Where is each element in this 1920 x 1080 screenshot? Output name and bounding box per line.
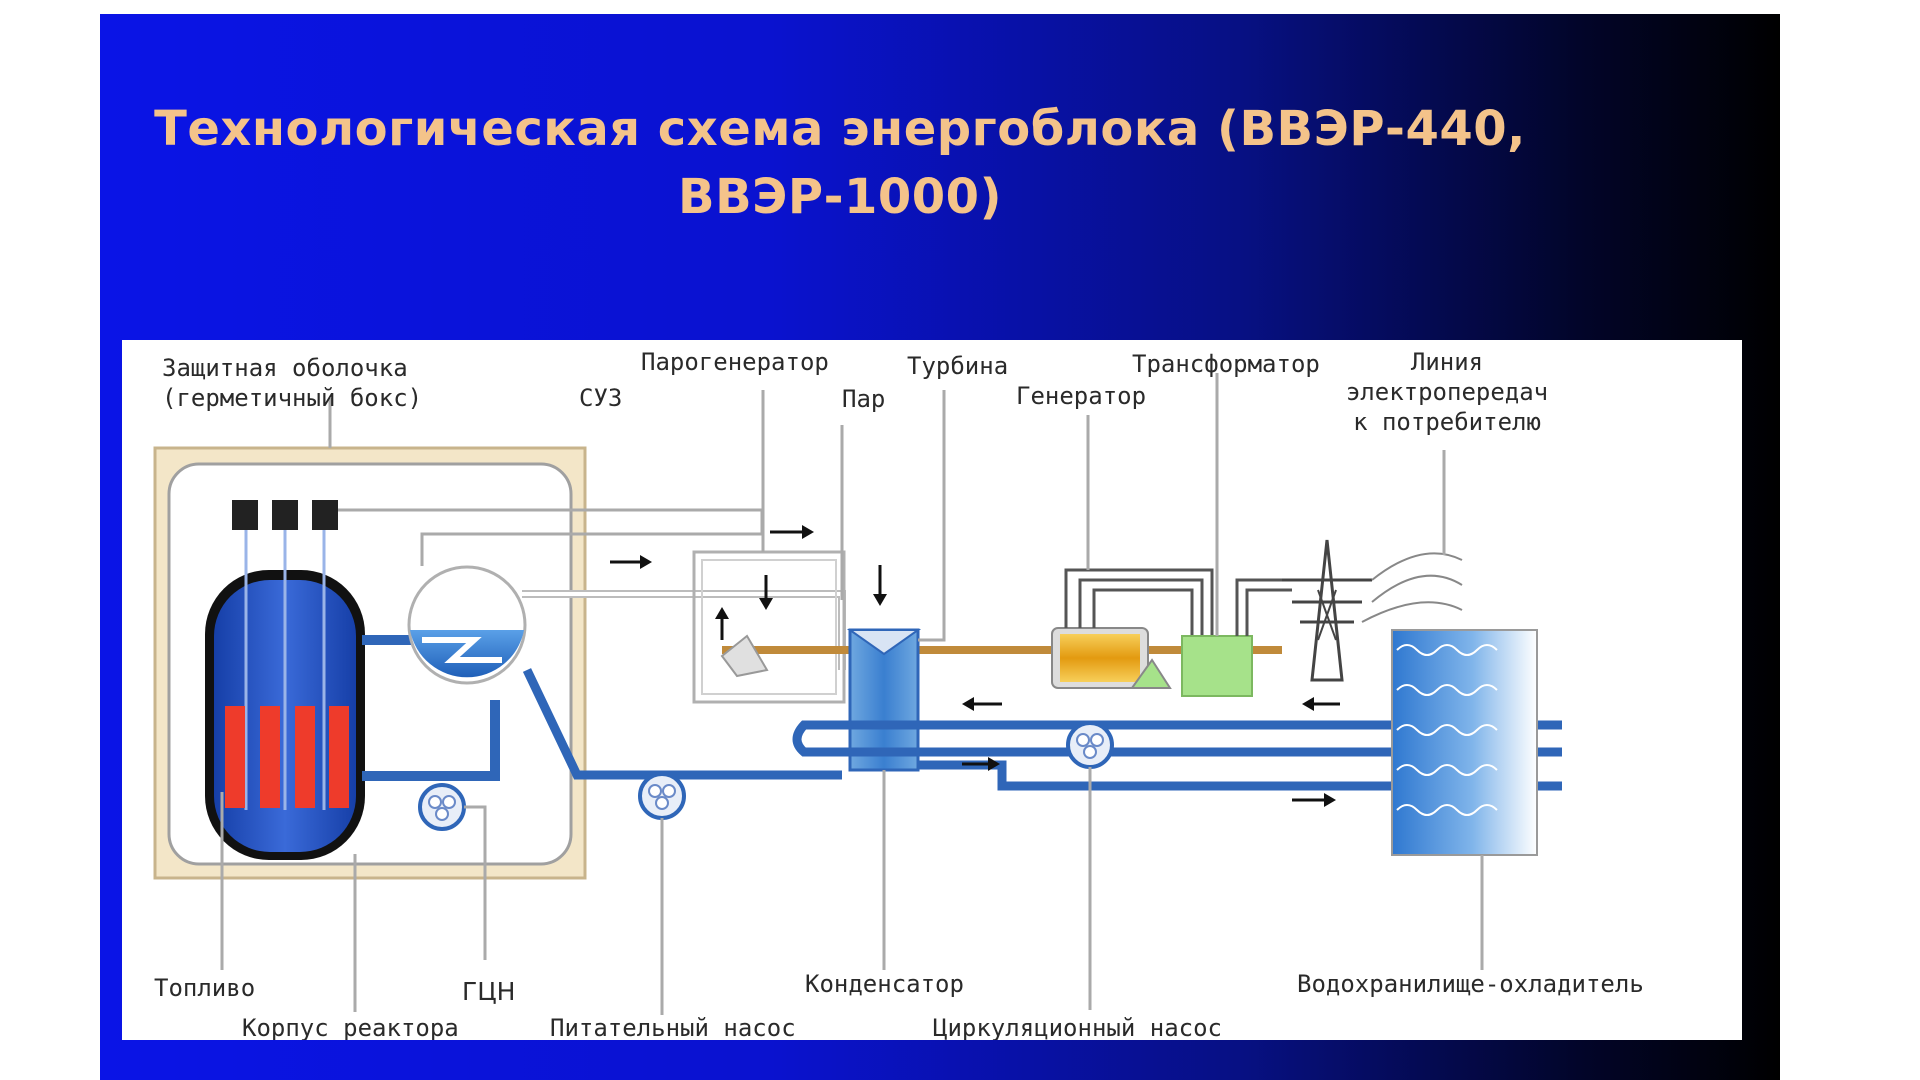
generator	[1051, 415, 1214, 689]
condenser	[846, 628, 922, 970]
slide-title: Технологическая схема энергоблока (ВВЭР-…	[130, 95, 1550, 231]
label-steam-generator: Парогенератор	[641, 348, 829, 376]
label-circulation-pump: Циркуляционный насос	[933, 1014, 1222, 1040]
gcn-pump	[418, 783, 487, 960]
label-cooling-reservoir: Водохранилище-охладитель	[1297, 970, 1644, 998]
diagram-panel: Защитная оболочка (герметичный бокс) СУЗ…	[122, 340, 1742, 1040]
transformer	[1181, 373, 1292, 697]
power-line-pylon	[1282, 450, 1463, 682]
cooling-reservoir	[1391, 629, 1538, 970]
fuel-rod	[225, 706, 245, 808]
feedwater-line	[522, 668, 842, 780]
fuel-rod	[260, 706, 280, 808]
label-generator: Генератор	[1016, 382, 1146, 410]
fuel-rod	[295, 706, 315, 808]
feed-pump	[638, 772, 686, 1015]
title-line-1: Технологическая схема энергоблока (ВВЭР-…	[154, 101, 1526, 157]
label-feed-pump: Питательный насос	[550, 1014, 796, 1040]
label-power-line-3: к потребителю	[1353, 408, 1541, 436]
fuel-rod	[329, 706, 349, 808]
reactor-vessel	[205, 530, 365, 860]
label-steam: Пар	[842, 385, 885, 413]
steam-generator	[407, 565, 527, 685]
label-containment-sub: (герметичный бокс)	[162, 384, 422, 412]
label-transformer: Трансформатор	[1132, 350, 1320, 378]
label-containment: Защитная оболочка	[162, 354, 408, 382]
label-reactor-vessel: Корпус реактора	[242, 1014, 459, 1040]
label-turbine: Турбина	[907, 352, 1008, 380]
label-gcn: ГЦН	[462, 977, 515, 1006]
turbine-shaft	[720, 634, 1282, 678]
flow-arrows	[610, 525, 1340, 807]
label-fuel: Топливо	[154, 974, 255, 1002]
leader-lines	[220, 390, 946, 1012]
circulation-pump	[1066, 721, 1114, 1010]
cooling-loop	[792, 720, 1562, 791]
suz-control-blocks	[232, 500, 764, 566]
label-power-line-1: Линия	[1411, 348, 1483, 376]
label-condenser: Конденсатор	[805, 970, 964, 998]
label-power-line-2: электропередач	[1346, 378, 1548, 406]
title-line-2: ВВЭР-1000)	[677, 169, 1003, 225]
label-suz: СУЗ	[579, 384, 622, 412]
npp-scheme-diagram: Защитная оболочка (герметичный бокс) СУЗ…	[153, 348, 1644, 1040]
